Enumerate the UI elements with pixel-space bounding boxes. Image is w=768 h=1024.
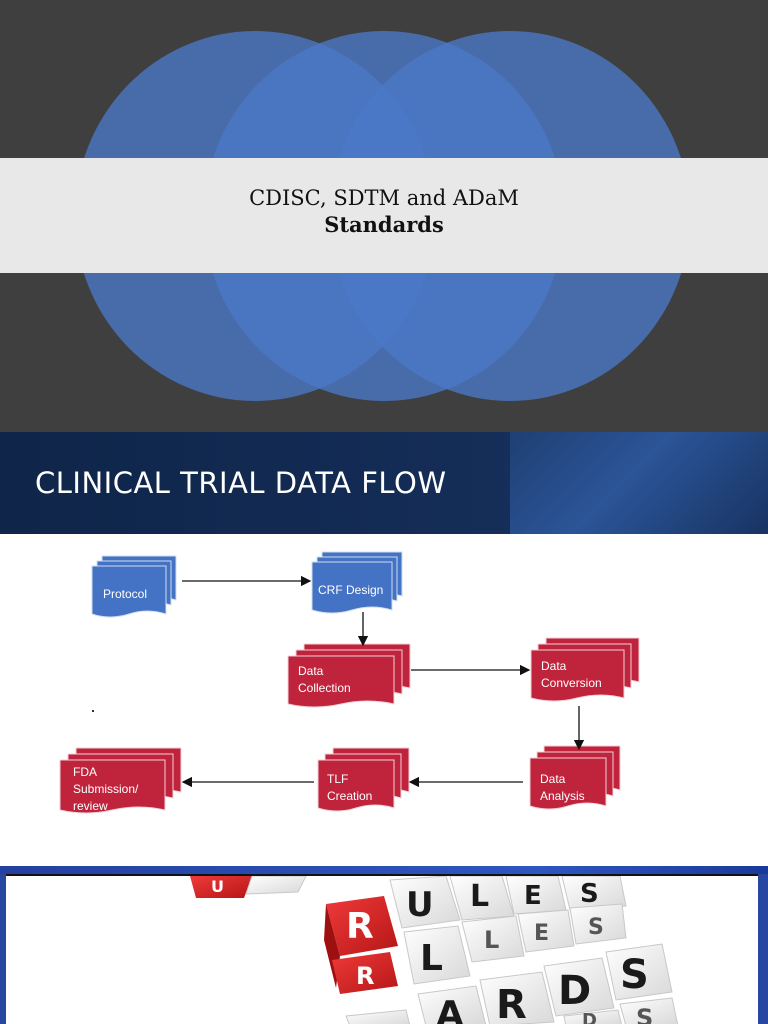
slide-title-line2: Standards [324,212,444,237]
rules-image: U R R U L [6,874,758,1024]
node-tlf-creation: TLF Creation [317,747,410,812]
svg-text:D: D [582,1010,597,1024]
flow-diagram: Protocol CRF Design Data Collection Data… [59,551,640,814]
svg-text:S: S [580,879,599,909]
cube-D-2: D [563,1009,623,1024]
data-flow-slide: CLINICAL TRIAL DATA FLOW Protocol CRF De… [0,432,768,866]
title-band [0,158,768,273]
node-data-conversion-label-1: Data [541,659,567,673]
header-glow [510,432,768,534]
node-fda-label-3: review [73,799,108,813]
node-data-collection-label-1: Data [298,664,324,678]
svg-text:S: S [588,915,604,940]
svg-text:S: S [636,1004,653,1024]
node-data-conversion-label-2: Conversion [541,676,602,690]
cube-top-left-white [245,876,307,895]
cube-L-2: L [403,925,471,985]
node-crf-design-label: CRF Design [318,583,383,597]
svg-text:R: R [356,962,374,990]
cube-S: S [561,876,627,911]
node-data-analysis-label-1: Data [540,772,566,786]
stray-dot [92,710,94,712]
node-data-conversion: Data Conversion [530,637,640,702]
svg-text:D: D [558,968,591,1014]
node-data-analysis-label-2: Analysis [540,789,585,803]
cube-S-2: S [569,903,627,945]
cube-bottom-left-partial [345,1009,411,1024]
node-fda-label-2: Submission/ [73,782,139,796]
svg-text:R: R [346,906,374,947]
svg-text:R: R [496,982,527,1024]
cube-L-3: L [461,915,525,963]
letter-cubes-illustration: U R R U L [190,876,679,1024]
node-tlf-creation-label-2: Creation [327,789,372,803]
cube-E-2: E [517,909,575,953]
svg-text:L: L [420,938,443,979]
cube-U: U [389,876,461,929]
node-tlf-creation-label-1: TLF [327,772,348,786]
rules-slide: U R R U L [0,866,768,1024]
svg-text:U: U [406,885,434,925]
cube-A: A [417,985,487,1024]
node-data-analysis: Data Analysis [529,745,621,810]
slide-title-line1: CDISC, SDTM and ADaM [249,186,519,210]
slide-top-bar [0,866,768,874]
cube-top-left-red: U [190,876,252,898]
cube-R-lower: R [332,952,398,994]
title-slide: CDISC, SDTM and ADaM Standards [0,0,768,432]
cube-R-3: R [479,971,555,1024]
node-fda-label-1: FDA [73,765,97,779]
node-data-collection-label-2: Collection [298,681,351,695]
svg-text:E: E [534,921,549,946]
node-protocol-label: Protocol [103,587,147,601]
svg-text:E: E [524,881,542,911]
cube-E: E [505,876,567,915]
slide-header: CLINICAL TRIAL DATA FLOW [0,432,768,534]
cube-L: L [449,876,515,921]
svg-text:L: L [484,926,499,954]
cube-S-4: S [619,997,679,1024]
slide-title: CLINICAL TRIAL DATA FLOW [35,466,447,500]
svg-text:A: A [436,994,464,1024]
cube-D: D [543,957,615,1017]
svg-text:S: S [620,952,649,998]
cube-S-3: S [605,943,673,1001]
node-protocol: Protocol [91,555,177,618]
node-data-collection: Data Collection [287,643,411,708]
svg-text:U: U [211,877,224,896]
node-fda-submission: FDA Submission/ review [59,747,182,814]
svg-text:L: L [470,879,489,914]
node-crf-design: CRF Design [311,551,403,614]
